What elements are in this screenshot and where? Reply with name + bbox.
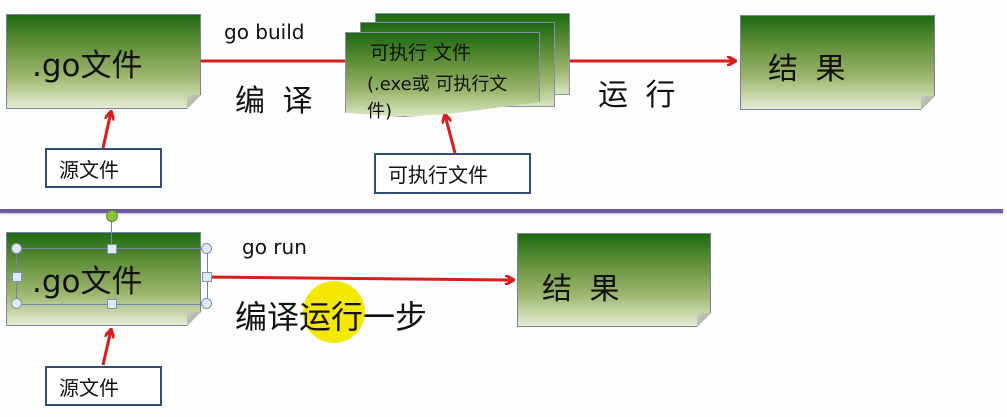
compile-run-label-b: 运行 bbox=[299, 298, 364, 336]
compile-run-label: 编译运行一步 bbox=[235, 292, 427, 338]
run-label: 运 行 bbox=[598, 78, 680, 113]
resize-handle-t[interactable] bbox=[107, 244, 117, 254]
result-node-top[interactable] bbox=[740, 15, 935, 110]
resize-handle-r[interactable] bbox=[202, 272, 212, 282]
result-node-top-text: 结 果 bbox=[768, 52, 850, 87]
go-file-node[interactable] bbox=[6, 14, 201, 109]
selection-frame[interactable] bbox=[16, 248, 208, 305]
rotate-handle-stem bbox=[111, 218, 112, 248]
rotate-handle[interactable] bbox=[106, 210, 118, 222]
compile-label: 编 译 bbox=[235, 84, 317, 119]
source-file-label-bottom: 源文件 bbox=[45, 366, 162, 406]
go-file-node-text: .go文件 bbox=[32, 48, 143, 84]
go-file-node-bottom[interactable] bbox=[6, 232, 201, 326]
exe-node-line2: (.exe或 可执行文 bbox=[367, 74, 508, 95]
resize-handle-tr[interactable] bbox=[201, 243, 212, 254]
resize-handle-bl[interactable] bbox=[11, 298, 22, 309]
resize-handle-b[interactable] bbox=[107, 299, 117, 309]
exe-arrow bbox=[445, 115, 457, 154]
result-node-bottom-text: 结 果 bbox=[542, 272, 624, 307]
resize-handle-tl[interactable] bbox=[11, 243, 22, 254]
resize-handle-l[interactable] bbox=[12, 272, 22, 282]
go-run-command: go run bbox=[242, 235, 307, 259]
source-arrow-bottom bbox=[101, 330, 111, 366]
exe-node-line3: 件) bbox=[367, 101, 393, 122]
section-divider bbox=[0, 209, 1003, 213]
compile-run-label-c: 一步 bbox=[363, 298, 428, 336]
exe-node-line1: 可执行 文件 bbox=[370, 42, 472, 64]
cursor-highlight bbox=[303, 281, 365, 343]
exe-file-label: 可执行文件 bbox=[374, 153, 531, 194]
source-file-label: 源文件 bbox=[45, 148, 162, 188]
go-build-command: go build bbox=[224, 20, 305, 44]
result-node-bottom[interactable] bbox=[517, 233, 711, 327]
compile-run-label-a: 编译 bbox=[235, 298, 300, 336]
source-arrow-top bbox=[101, 112, 111, 149]
go-run-arrow bbox=[204, 277, 513, 280]
resize-handle-br[interactable] bbox=[201, 298, 212, 309]
go-file-node-bottom-text: .go文件 bbox=[32, 264, 143, 300]
